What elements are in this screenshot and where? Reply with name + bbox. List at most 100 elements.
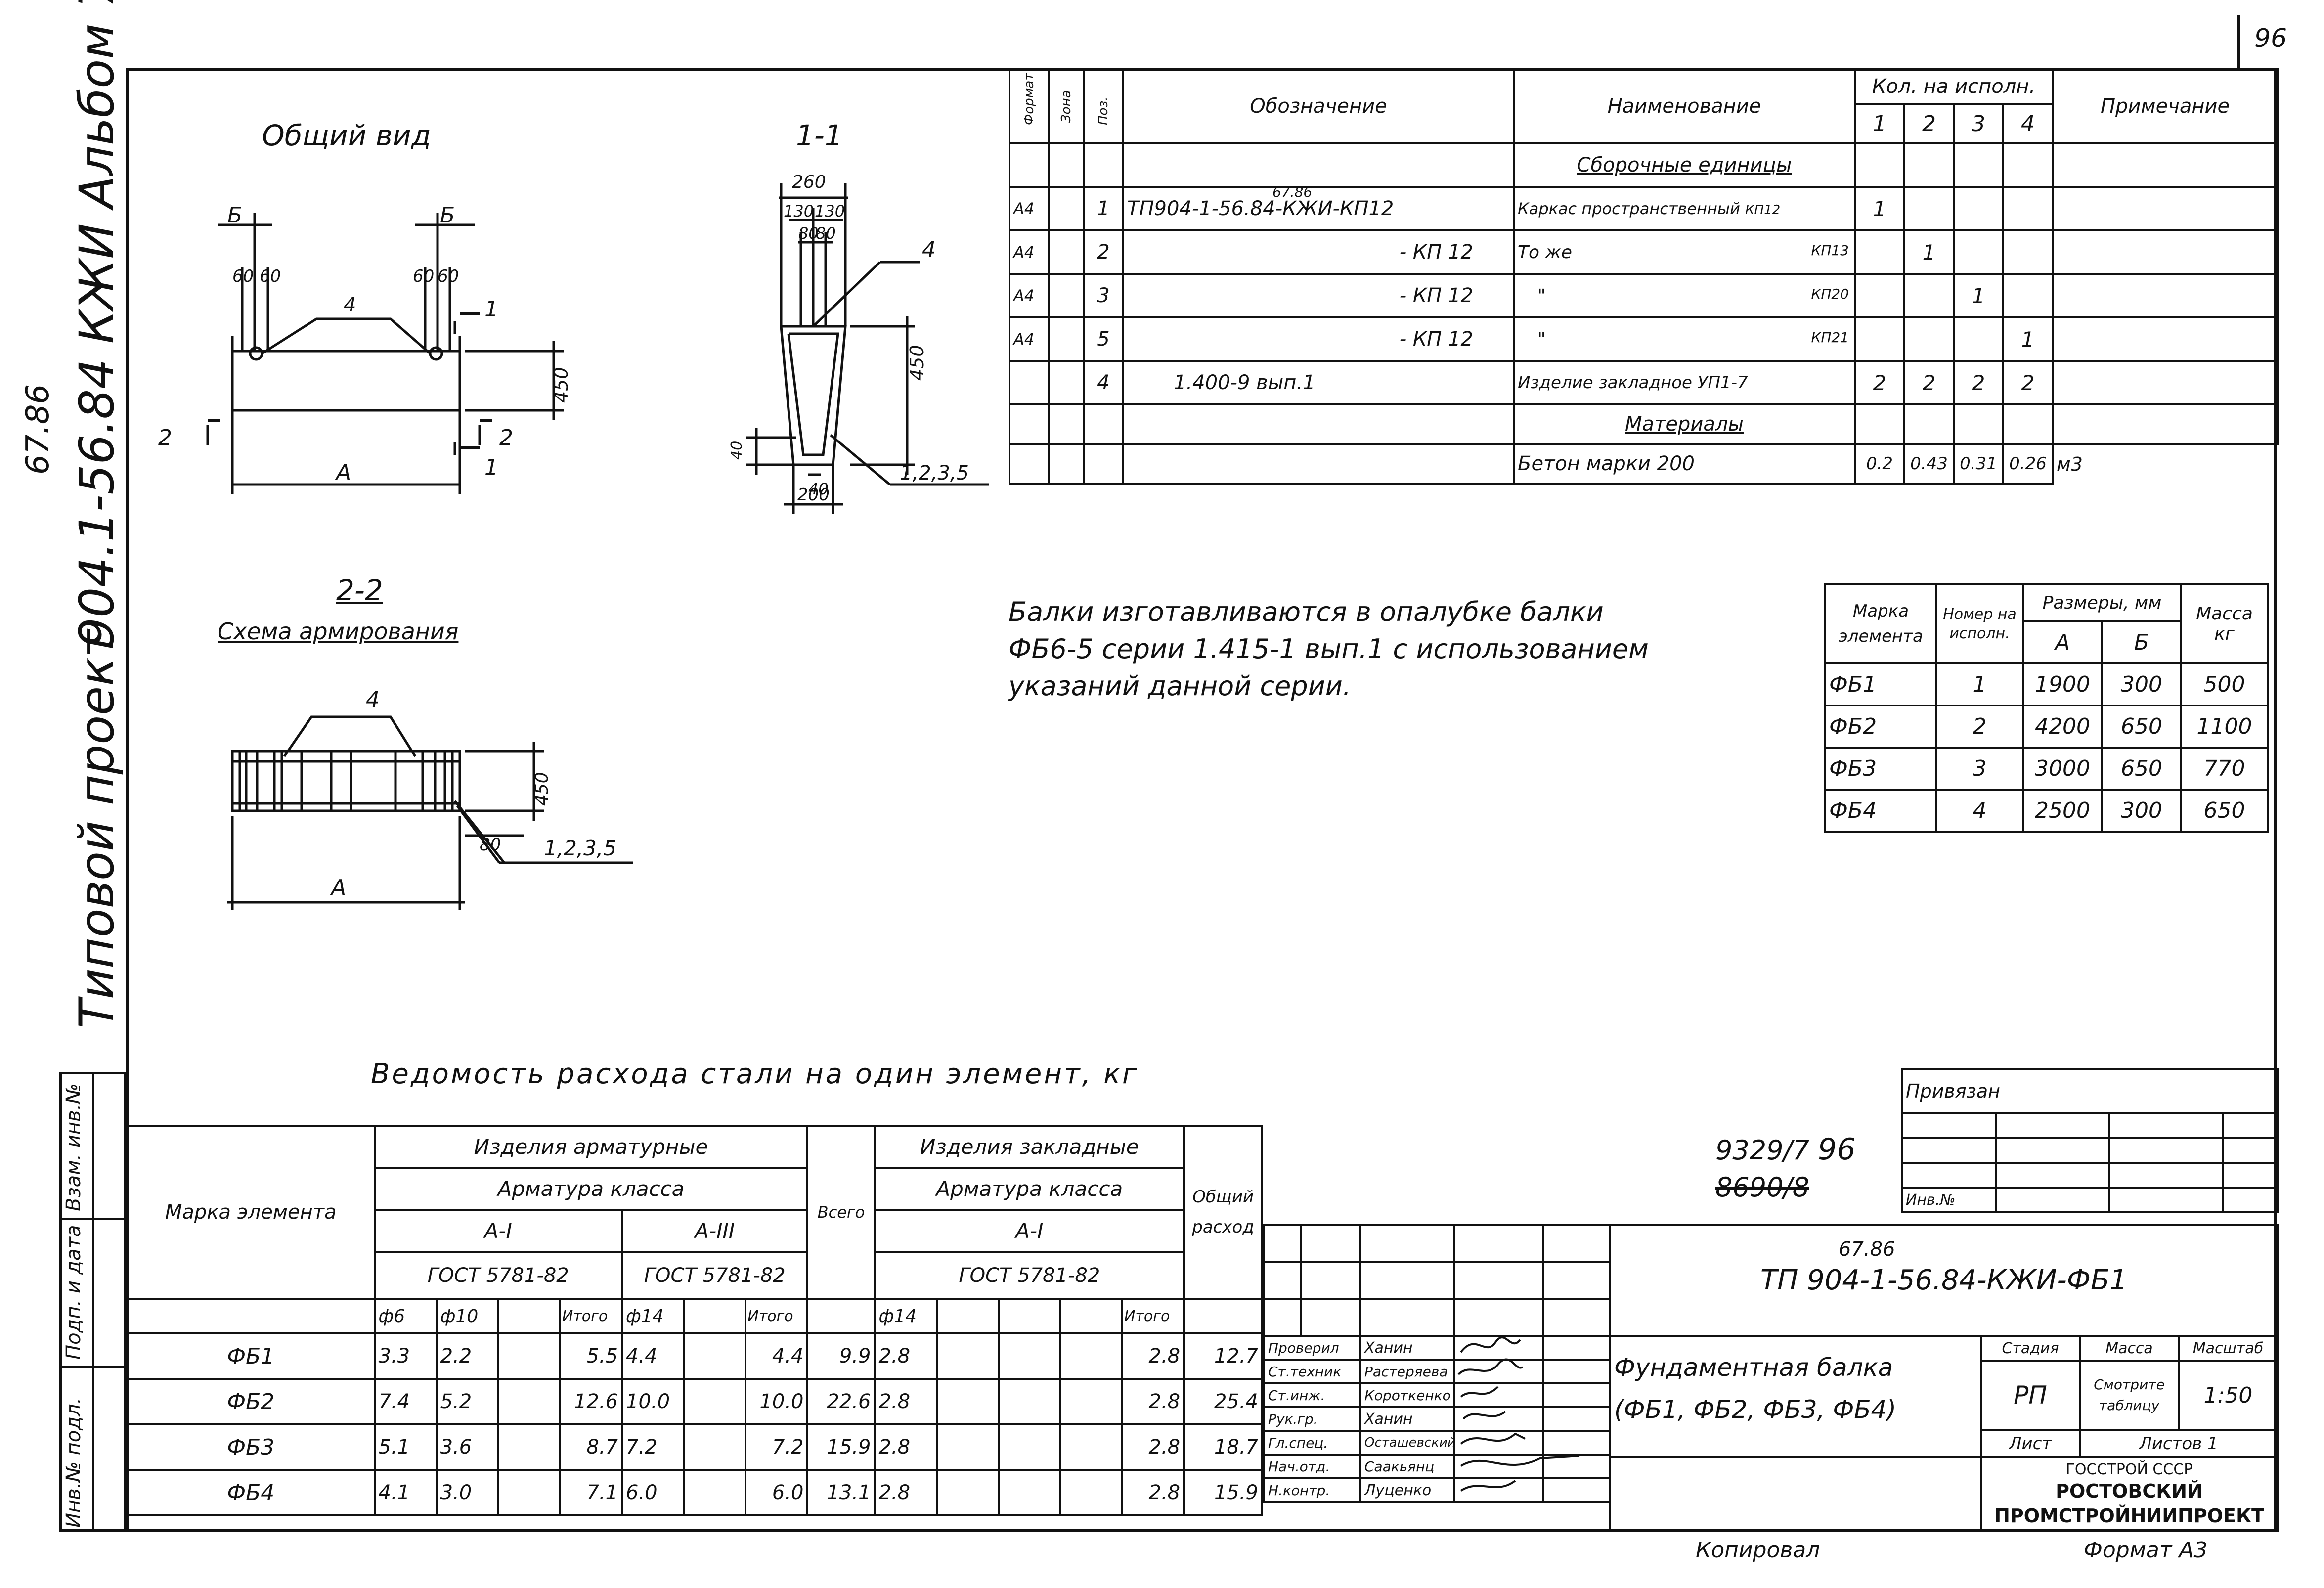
spec-qty-col-1: 1 <box>1854 103 1905 144</box>
spec-designation: - КП 12 <box>1122 273 1515 318</box>
dim-80b: 80 <box>816 224 836 243</box>
dim-60-4: 60 <box>438 266 459 286</box>
spec-pos: 4 <box>1083 360 1124 405</box>
steel-total: 25.4 <box>1183 1378 1263 1425</box>
stamp-inv-label: Инв.№ подл. <box>62 1397 85 1528</box>
steel-row: ФБ1 3.3 2.2 5.5 4.4 4.4 9.9 2.8 2.8 12.7 <box>126 1332 1263 1380</box>
dim-a-s2: A <box>330 875 346 900</box>
steel-mark: ФБ3 <box>126 1423 376 1471</box>
steel-h-total-consumption: Общий расход <box>1183 1125 1263 1300</box>
steel-d10: 5.2 <box>435 1378 499 1425</box>
spec-section-assemblies: Сборочные единицы <box>1513 142 1856 188</box>
spec-h-designation: Обозначение <box>1122 68 1515 144</box>
steel-h-mark: Марка элемента <box>126 1125 376 1300</box>
note-line-1: Балки изготавливаются в опалубке балки <box>1009 596 1604 627</box>
role-name: Ханин <box>1359 1335 1455 1361</box>
spec-format: А4 <box>1009 186 1050 231</box>
dim-40-left: 40 <box>728 441 745 460</box>
reinforcement-outline <box>231 750 461 812</box>
spec-format: А4 <box>1009 273 1050 318</box>
pos-1235-label-s1: 1,2,3,5 <box>900 462 969 485</box>
album-label: 904.1-56.84 КЖИ Альбом 7 <box>69 0 125 648</box>
note-line-2: ФБ6-5 серии 1.415-1 вып.1 с использовани… <box>1009 633 1649 664</box>
dims-mark: ФБ1 <box>1824 662 1937 706</box>
steel-all: 15.9 <box>806 1423 876 1471</box>
dims-h-a: А <box>2022 620 2103 664</box>
steel-h-itogo-1: Итого <box>559 1298 623 1334</box>
spec-q1 <box>1854 229 1905 275</box>
dim-450-s1: 450 <box>906 345 928 381</box>
pos-4-label-s2: 4 <box>366 687 380 712</box>
steel-t3: 6.0 <box>745 1469 809 1516</box>
spec-q2 <box>1903 316 1955 362</box>
steel-h-itogo-3: Итого <box>745 1298 809 1334</box>
steel-h-gost-e: ГОСТ 5781-82 <box>874 1251 1185 1300</box>
steel-d14: 4.4 <box>621 1332 685 1380</box>
steel-h-itogo-e: Итого <box>1121 1298 1185 1334</box>
spec-q4: 2 <box>2002 360 2054 405</box>
steel-d6: 4.1 <box>373 1469 438 1516</box>
stamp-replace-label: Взам. инв.№ <box>62 1083 85 1211</box>
general-view-title: Общий вид <box>262 119 431 152</box>
steel-h-rebar-products: Изделия арматурные <box>373 1125 809 1169</box>
spec-q1 <box>1854 316 1905 362</box>
copied-by-label: Копировал <box>1696 1538 1820 1563</box>
steel-table-title: Ведомость расхода стали на один элемент,… <box>371 1058 1139 1090</box>
dim-b-left: Б <box>227 203 242 228</box>
steel-total: 18.7 <box>1183 1423 1263 1471</box>
spec-q1: 1 <box>1854 186 1905 231</box>
spec-q2 <box>1903 186 1955 231</box>
role: Гл.спец. <box>1263 1430 1361 1456</box>
spec-pos: 2 <box>1083 229 1124 275</box>
steel-mark: ФБ2 <box>126 1378 376 1425</box>
dims-h-mark: Марка элемента <box>1824 583 1937 664</box>
mass-value: Смотрите таблицу <box>2079 1360 2180 1431</box>
spec-h-qty: Кол. на исполн. <box>1853 68 2054 105</box>
steel-t1: 12.6 <box>559 1378 623 1425</box>
spec-name: То же <box>1518 242 1573 263</box>
section-2-subtitle: Схема армирования <box>218 618 459 645</box>
section-1-drawing: 260 130 130 80 80 4 450 40 40 200 1,2,3,… <box>728 172 989 514</box>
spec-name: " <box>1537 285 1546 306</box>
bound-label: Привязан <box>1900 1068 2279 1114</box>
steel-d10: 3.0 <box>435 1469 499 1516</box>
role: Рук.гр. <box>1263 1406 1361 1432</box>
dim-450: 450 <box>550 367 572 403</box>
stage-label: Стадия <box>1980 1335 2081 1362</box>
archive-code-1-text: 9329/7 <box>1715 1135 1809 1166</box>
steel-total: 15.9 <box>1183 1469 1263 1516</box>
spec-table: Формат Зона Поз. Обозначение Наименовани… <box>1009 68 2279 485</box>
spec-pos: 3 <box>1083 273 1124 318</box>
sheet-number-divider <box>2237 15 2240 69</box>
dim-60-1: 60 <box>232 266 254 286</box>
inv-label: Инв.№ <box>1901 1187 1997 1213</box>
org-line-2: РОСТОВСКИЙ <box>2056 1480 2203 1502</box>
dims-num: 1 <box>1935 662 2024 706</box>
dims-row: ФБ2 2 4200 650 1100 <box>1824 705 2269 749</box>
steel-h-gost-1: ГОСТ 5781-82 <box>373 1251 623 1300</box>
spec-q3: 1 <box>1953 273 2004 318</box>
role: Н.контр. <box>1263 1477 1361 1503</box>
spec-h-name: Наименование <box>1513 68 1856 144</box>
spec-h-pos: Поз. <box>1096 96 1111 125</box>
steel-e14: 2.8 <box>874 1378 938 1425</box>
title-name: Фундаментная балка <box>1614 1353 1893 1382</box>
steel-total: 12.7 <box>1183 1332 1263 1380</box>
dims-mass: 1100 <box>2180 705 2269 749</box>
steel-h-class-1-e: А-I <box>874 1209 1185 1253</box>
dim-130b: 130 <box>815 202 845 221</box>
dim-80-s2: 80 <box>480 835 501 855</box>
general-view-drawing: Б Б 60 60 60 60 4 1 1 A 450 2 2 <box>158 203 572 494</box>
beam-outline <box>231 350 461 412</box>
project-series-label: Типовой проект <box>69 629 125 1028</box>
steel-all: 13.1 <box>806 1469 876 1516</box>
spec-h-zone: Зона <box>1059 90 1074 123</box>
steel-h-gost-3: ГОСТ 5781-82 <box>621 1251 809 1300</box>
title-text-cell: Фундаментная балка (ФБ1, ФБ2, ФБ3, ФБ4) <box>1609 1335 1982 1458</box>
section-1-title: 1-1 <box>796 119 843 152</box>
role-name: Короткенко <box>1359 1382 1455 1408</box>
title-designation: ТП 904-1-56.84-КЖИ-ФБ1 <box>1760 1264 2127 1296</box>
steel-h-total-all: Всего <box>806 1125 876 1300</box>
